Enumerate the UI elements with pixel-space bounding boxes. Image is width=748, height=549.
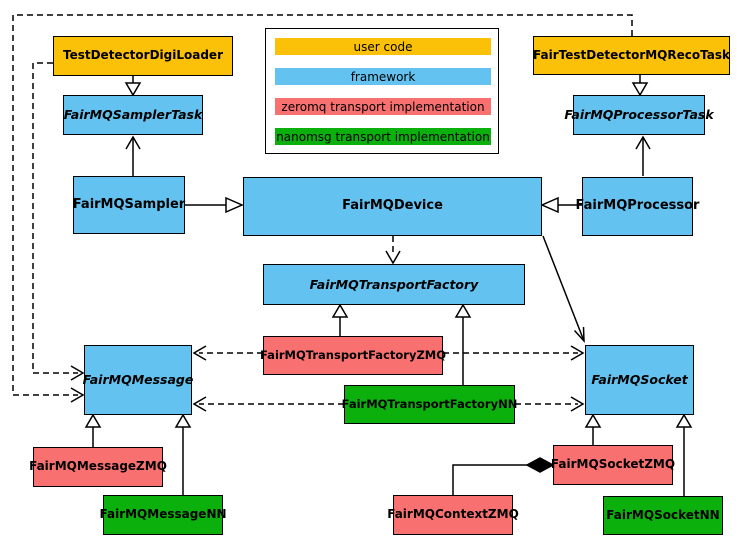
edge-processor-device [540, 196, 582, 214]
node-testdetectordigiloader: TestDetectorDigiLoader [53, 36, 233, 76]
node-fairmqmessage: FairMQMessage [83, 345, 193, 415]
legend-item-framework: framework [275, 68, 491, 85]
node-fairmqsocketnn: FairMQSocketNN [603, 496, 723, 535]
node-fairmqdevice: FairMQDevice [243, 177, 542, 236]
node-fairtestdetectormqrecotask: FairTestDetectorMQRecoTask [533, 36, 730, 75]
edge-device-transportfactory [385, 236, 401, 265]
legend-item-zeromq: zeromq transport implementation [275, 98, 491, 115]
edge-contextzmq-socketzmq [452, 457, 555, 495]
edge-recotask-message [12, 14, 633, 403]
node-fairmqprocessor: FairMQProcessor [576, 177, 699, 236]
edge-messagenn-message [174, 413, 192, 495]
edge-sampler-samplertask [125, 135, 141, 176]
node-fairmqsampler: FairMQSampler [73, 176, 185, 234]
edge-factorynn-factory [454, 303, 472, 385]
edge-device-socket [542, 235, 585, 344]
edge-factoryzmq-message [192, 345, 263, 361]
edge-factoryzmq-socket [443, 345, 585, 361]
edge-socketzmq-socket [584, 413, 602, 445]
edge-digiloader-samplertask [124, 76, 142, 97]
node-fairmqtransportfactory: FairMQTransportFactory [263, 264, 525, 305]
edge-recotask-processortask [631, 75, 649, 97]
node-fairmqtransportfactorynn: FairMQTransportFactoryNN [342, 385, 517, 424]
edge-factorynn-socket [515, 396, 585, 412]
edge-sampler-device [185, 196, 244, 214]
node-fairmqprocessortask: FairMQProcessorTask [564, 95, 714, 135]
node-fairmqmessagezmq: FairMQMessageZMQ [29, 447, 167, 487]
edge-digiloader-message [32, 62, 85, 381]
edge-factoryzmq-factory [331, 303, 349, 336]
legend-item-nanomsg: nanomsg transport implementation [275, 128, 491, 145]
legend-item-user-code: user code [275, 38, 491, 55]
node-fairmqsamplertask: FairMQSamplerTask [63, 95, 203, 135]
node-fairmqmessagenn: FairMQMessageNN [99, 495, 227, 535]
node-fairmqsocket: FairMQSocket [585, 345, 694, 415]
legend: user code framework zeromq transport imp… [265, 28, 499, 154]
edge-socketnn-socket [675, 413, 693, 496]
edge-processor-processortask [635, 135, 651, 176]
edge-messagezmq-message [84, 413, 102, 447]
node-fairmqcontextzmq: FairMQContextZMQ [387, 495, 519, 535]
edge-factorynn-message [192, 396, 344, 412]
node-fairmqtransportfactoryzmq: FairMQTransportFactoryZMQ [260, 336, 446, 375]
node-fairmqsocketzmq: FairMQSocketZMQ [551, 445, 675, 485]
